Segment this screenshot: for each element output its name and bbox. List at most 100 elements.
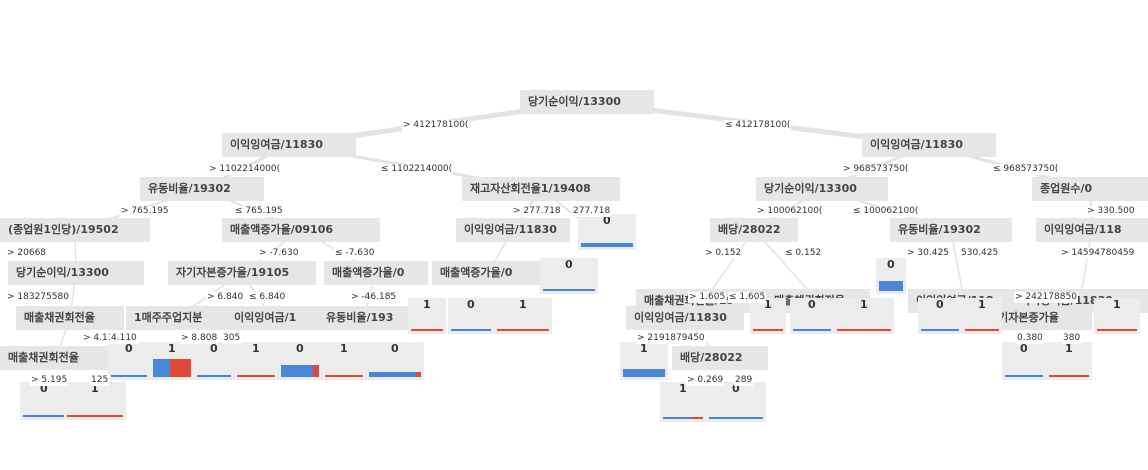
leaf-class-label: 1: [519, 298, 527, 311]
leaf-class0-bar: [23, 415, 65, 417]
tree-node[interactable]: 매출액증가율/0: [432, 261, 544, 285]
leaf-class0-bar: [281, 365, 313, 377]
tree-node[interactable]: 매출채권회전율: [16, 306, 124, 330]
tree-node[interactable]: 배당/28022: [672, 346, 768, 370]
split-condition: > 1102214000(: [208, 164, 282, 175]
split-condition: 4.110: [110, 333, 138, 344]
tree-leaf[interactable]: 0: [876, 258, 906, 294]
tree-node[interactable]: 당기순이익/13300: [756, 177, 888, 201]
split-condition: > 330.500: [1086, 206, 1136, 217]
tree-node[interactable]: 당기순이익/13300: [8, 261, 144, 285]
leaf-class0-bar: [879, 281, 903, 291]
tree-leaf[interactable]: 0: [918, 298, 962, 334]
tree-node[interactable]: 자기자본증가율/19105: [168, 261, 316, 285]
tree-node[interactable]: 매출액증가율/0: [324, 261, 428, 285]
leaf-class-label: 1: [764, 298, 772, 311]
leaf-class-label: 0: [467, 298, 475, 311]
leaf-class1-bar: [1049, 375, 1089, 377]
leaf-class0-bar: [921, 329, 959, 331]
split-condition: ≤ 6.840: [248, 292, 287, 303]
split-condition: ≤ 412178100(: [724, 120, 792, 131]
tree-leaf[interactable]: 1: [750, 298, 786, 334]
leaf-class0-bar: [451, 329, 491, 331]
tree-leaf[interactable]: 1: [150, 342, 194, 380]
leaf-class-label: 0: [936, 298, 944, 311]
leaf-class-label: 0: [603, 214, 611, 227]
tree-node[interactable]: 이익잉여금/11830: [626, 306, 744, 330]
tree-node[interactable]: 유동비율/19302: [140, 177, 264, 201]
tree-node[interactable]: 이익잉여금/11830: [222, 133, 356, 157]
tree-leaf[interactable]: 0: [20, 382, 68, 420]
tree-leaf[interactable]: 1: [322, 342, 366, 380]
leaf-class-label: 1: [640, 342, 648, 355]
tree-leaf[interactable]: 0: [194, 342, 234, 380]
tree-leaf[interactable]: 0: [540, 258, 598, 294]
tree-node[interactable]: 1매주주업지분: [126, 306, 226, 330]
split-condition: ≤ -7.630: [334, 248, 376, 259]
split-condition: > 6.840: [206, 292, 245, 303]
split-condition: ≤ 0.152: [784, 248, 823, 259]
leaf-class0-bar: [1005, 375, 1043, 377]
tree-node[interactable]: 이익잉여금/11830: [862, 133, 996, 157]
split-condition: > 183275580: [6, 292, 70, 303]
split-condition: > 0.152: [704, 248, 743, 259]
tree-node-root[interactable]: 당기순이익/13300: [520, 90, 654, 114]
tree-leaf[interactable]: 0: [578, 214, 636, 250]
tree-node[interactable]: (종업원1인당)/19502: [0, 218, 150, 242]
tree-leaf[interactable]: 0: [706, 382, 766, 422]
tree-node[interactable]: 유동비율/193: [318, 306, 410, 330]
split-condition: 0.380: [1016, 333, 1044, 344]
tree-node[interactable]: 매출액증가율/09106: [222, 218, 380, 242]
tree-node[interactable]: 이익잉여금/11830: [456, 218, 570, 242]
tree-leaf[interactable]: 0: [366, 342, 424, 380]
leaf-class-label: 0: [125, 342, 133, 355]
leaf-class0-bar: [197, 375, 231, 377]
split-condition: 125: [90, 375, 110, 386]
leaf-class0-bar: [623, 369, 665, 377]
tree-node[interactable]: 이익잉여금/118: [1036, 218, 1148, 242]
tree-leaf[interactable]: 1: [408, 298, 446, 334]
leaf-class-label: 1: [978, 298, 986, 311]
split-condition: > 4.110: [82, 333, 121, 344]
leaf-class-label: 0: [732, 382, 740, 395]
tree-leaf[interactable]: 1: [494, 298, 552, 334]
tree-leaf[interactable]: 1: [64, 382, 126, 420]
split-condition: 277.718: [572, 206, 612, 217]
tree-leaf[interactable]: 1: [660, 382, 706, 422]
leaf-class0-bar: [663, 417, 691, 419]
tree-leaf[interactable]: 1: [1046, 342, 1092, 380]
tree-leaf[interactable]: 1: [962, 298, 1002, 334]
leaf-class-label: 0: [296, 342, 304, 355]
tree-leaf[interactable]: 1: [234, 342, 278, 380]
tree-leaf[interactable]: 0: [790, 298, 834, 334]
tree-leaf[interactable]: 1: [620, 342, 668, 380]
tree-node[interactable]: 배당/28022: [710, 218, 798, 242]
split-condition: ≤ 1102214000(: [380, 164, 454, 175]
leaf-class1-bar: [837, 329, 891, 331]
split-condition: > -7.630: [258, 248, 300, 259]
tree-node[interactable]: 매출채권회전율: [0, 346, 112, 370]
leaf-class-label: 0: [391, 342, 399, 355]
split-condition: > 1.605: [688, 292, 727, 303]
leaf-class-label: 0: [808, 298, 816, 311]
tree-leaf[interactable]: 0: [108, 342, 150, 380]
leaf-class-label: 0: [210, 342, 218, 355]
split-condition: > 14594780459: [1060, 248, 1134, 259]
tree-leaf[interactable]: 0: [1002, 342, 1046, 380]
tree-leaf[interactable]: 0: [448, 298, 494, 334]
tree-node[interactable]: 재고자산회전율1/19408: [462, 177, 620, 201]
leaf-class0-bar: [581, 243, 633, 247]
leaf-class-label: 1: [340, 342, 348, 355]
tree-leaf[interactable]: 1: [1094, 298, 1140, 334]
tree-node[interactable]: 종업원수/0: [1032, 177, 1148, 201]
split-condition: > -46.185: [350, 292, 398, 303]
tree-leaf[interactable]: 1: [834, 298, 894, 334]
leaf-class-label: 1: [1113, 298, 1121, 311]
tree-node[interactable]: 유동비율/19302: [890, 218, 1012, 242]
split-condition: > 242178850: [1014, 292, 1078, 303]
tree-node[interactable]: 이익잉여금/1: [226, 306, 318, 330]
tree-leaf[interactable]: 0: [278, 342, 322, 380]
leaf-class-label: 1: [860, 298, 868, 311]
split-condition: > 0.269: [686, 375, 725, 386]
leaf-class0-bar: [793, 329, 831, 331]
